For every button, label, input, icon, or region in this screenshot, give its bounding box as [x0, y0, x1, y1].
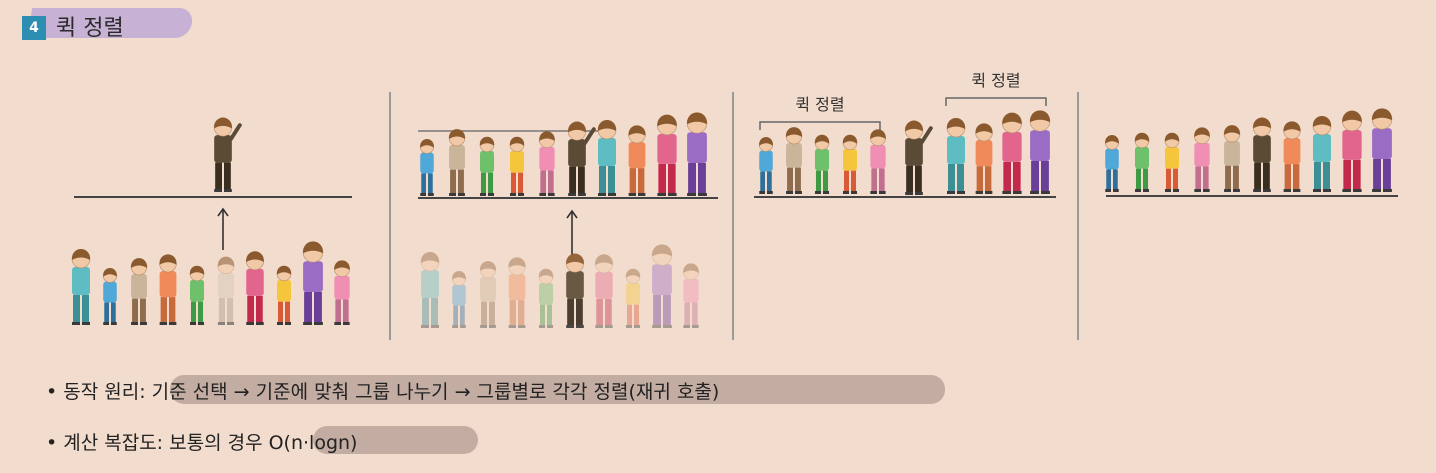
section-title: 퀵 정렬 — [56, 16, 124, 41]
up-arrow — [217, 207, 229, 250]
left-group-person — [758, 137, 774, 194]
left-group-person — [870, 129, 886, 194]
partitioned-person — [539, 131, 555, 196]
sorted-person — [1342, 110, 1362, 192]
faded-person — [538, 268, 554, 328]
left-group-person — [814, 134, 830, 194]
unsorted-person — [217, 256, 235, 325]
unsorted-person — [276, 265, 292, 325]
partitioned-person — [628, 125, 646, 196]
bracket-right — [945, 97, 1047, 106]
left-group-person — [785, 127, 803, 194]
highlight-principle — [170, 375, 945, 404]
pivot-person — [567, 121, 596, 196]
unsorted-person — [130, 258, 148, 325]
sorted-person — [1252, 117, 1272, 192]
sorted-person — [1134, 132, 1150, 192]
bullet-principle: • 동작 원리: 기준 선택 → 기준에 맞춰 그룹 나누기 → 그룹별로 각각… — [46, 381, 720, 403]
partitioned-person — [479, 136, 495, 196]
partitioned-person — [509, 136, 525, 196]
bullet-complexity: • 계산 복잡도: 보통의 경우 O(n·logn) — [46, 432, 358, 454]
partitioned-person — [597, 120, 617, 196]
faded-person — [683, 263, 699, 328]
section-header: 4 퀵 정렬 — [22, 8, 195, 41]
bracket-left — [759, 121, 881, 130]
faded-person — [508, 257, 526, 328]
partitioned-person — [419, 139, 435, 196]
highlight-complexity — [313, 426, 478, 454]
faded-person — [625, 268, 641, 328]
unsorted-person — [159, 254, 177, 325]
left-group-person — [842, 134, 858, 194]
right-group-person — [1002, 112, 1022, 194]
sorted-person — [1164, 132, 1180, 192]
pivot-person — [904, 120, 933, 195]
unsorted-person — [334, 260, 350, 325]
sorted-person — [1104, 135, 1120, 192]
faded-person — [479, 261, 497, 328]
partitioned-person — [448, 129, 466, 196]
faded-person — [565, 253, 585, 328]
bracket-label-right: 퀵 정렬 — [971, 71, 1020, 90]
faded-person — [651, 244, 673, 328]
unsorted-person — [245, 251, 265, 325]
faded-person — [420, 252, 440, 328]
unsorted-person — [302, 241, 324, 325]
right-group-person — [946, 118, 966, 194]
unsorted-person — [102, 268, 118, 325]
sorted-person — [1371, 108, 1393, 192]
up-arrow — [566, 209, 578, 255]
pivot-person — [213, 117, 242, 192]
bracket-label-left: 퀵 정렬 — [795, 95, 844, 114]
section-number: 4 — [22, 16, 46, 40]
faded-person — [594, 254, 614, 328]
sorted-person — [1283, 121, 1301, 192]
right-group-person — [1029, 110, 1051, 194]
right-group-person — [975, 123, 993, 194]
sorted-person — [1312, 116, 1332, 192]
sorted-person — [1223, 125, 1241, 192]
sorted-person — [1194, 127, 1210, 192]
unsorted-person — [189, 265, 205, 325]
unsorted-person — [71, 249, 91, 325]
partitioned-person — [686, 112, 708, 196]
faded-person — [451, 271, 467, 328]
partitioned-person — [657, 114, 677, 196]
